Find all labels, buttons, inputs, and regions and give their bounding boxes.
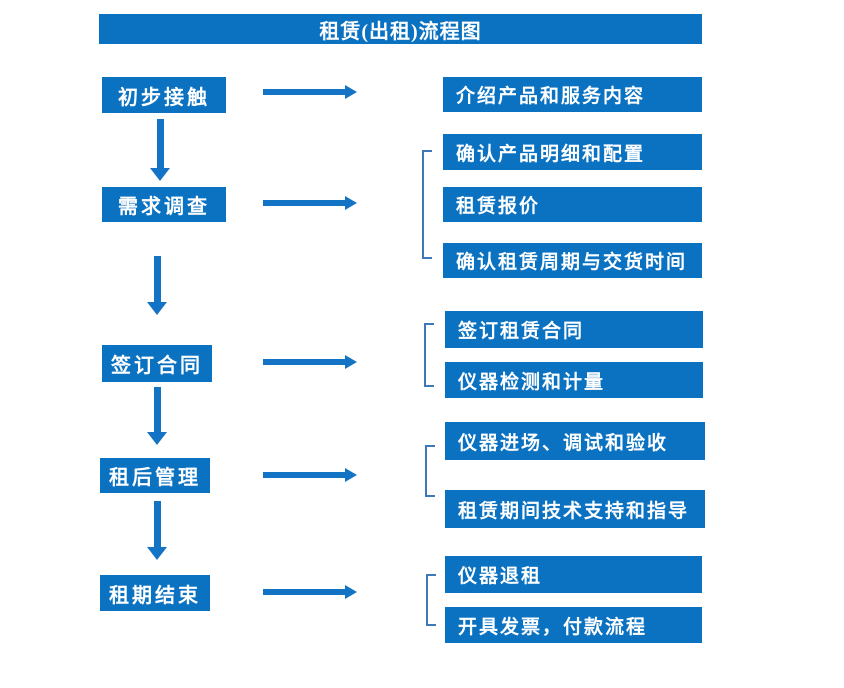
group-bracket: [424, 323, 434, 387]
diagram-title: 租赁(出租)流程图: [99, 14, 702, 44]
detail-box: 仪器退租: [445, 556, 702, 593]
detail-box: 租赁报价: [443, 187, 702, 222]
detail-box: 开具发票，付款流程: [445, 607, 702, 643]
group-bracket: [426, 574, 436, 626]
right-arrow: [263, 85, 357, 99]
right-arrow: [263, 196, 357, 210]
group-bracket: [425, 445, 435, 497]
down-arrow: [147, 501, 167, 560]
detail-box: 租赁期间技术支持和指导: [445, 490, 705, 528]
detail-box: 仪器检测和计量: [445, 362, 703, 398]
down-arrow: [147, 387, 167, 445]
step-post-rental-management: 租后管理: [100, 458, 210, 493]
down-arrow: [150, 119, 170, 181]
detail-box: 介绍产品和服务内容: [443, 77, 702, 112]
step-rental-end: 租期结束: [100, 575, 210, 611]
detail-box: 仪器进场、调试和验收: [445, 422, 705, 460]
step-demand-survey: 需求调查: [102, 187, 226, 222]
right-arrow: [263, 468, 357, 482]
detail-box: 确认租赁周期与交货时间: [443, 243, 702, 278]
detail-box: 签订租赁合同: [445, 311, 703, 348]
right-arrow: [263, 585, 357, 599]
down-arrow: [147, 256, 167, 315]
group-bracket: [422, 150, 432, 259]
detail-box: 确认产品明细和配置: [443, 134, 702, 170]
right-arrow: [263, 355, 357, 369]
step-initial-contact: 初步接触: [102, 77, 226, 113]
step-sign-contract: 签订合同: [102, 345, 212, 382]
